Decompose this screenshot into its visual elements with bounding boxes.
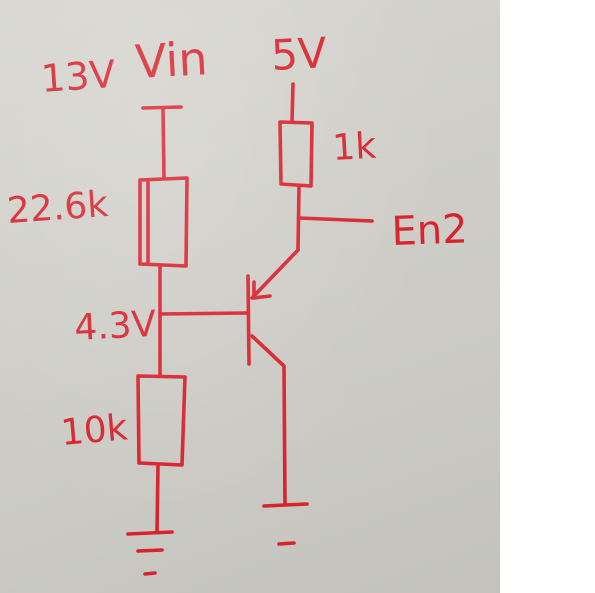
resistor-1k [278,120,314,188]
right-ground-line-2 [277,541,296,546]
supply-voltage-label: 13V [40,52,117,101]
input-name-label: Vin [134,31,209,89]
transistor-collector [250,334,287,507]
vin-lead-wire [161,106,166,180]
left-ground-lead [155,463,160,534]
left-ground-line-2 [136,548,164,553]
top-resistor-label: 22.6k [6,184,110,232]
base-wire [158,311,248,316]
output-wire [297,216,374,223]
resistor-22-6k [138,176,189,268]
emitter-arrow-icon [252,280,272,300]
output-name-label: En2 [391,206,469,255]
paper-photo: 13V Vin 5V 22.6k 4.3V 10k 1k En2 [0,0,500,593]
right-ground-line-1 [262,502,309,508]
rail-voltage-label: 5V [270,28,328,80]
left-ground-line-1 [126,530,174,536]
left-ground-line-3 [143,571,157,576]
resistor-10k [136,374,187,467]
mid-voltage-label: 4.3V [73,304,157,349]
transistor-base-bar [246,274,251,366]
page-margin [500,0,595,593]
rail-lead-wire [290,82,295,124]
transistor-emitter [250,248,300,300]
circuit-schematic: 13V Vin 5V 22.6k 4.3V 10k 1k En2 [6,28,469,576]
collector-resistor-label: 1k [331,126,377,169]
bottom-resistor-label: 10k [59,407,129,454]
